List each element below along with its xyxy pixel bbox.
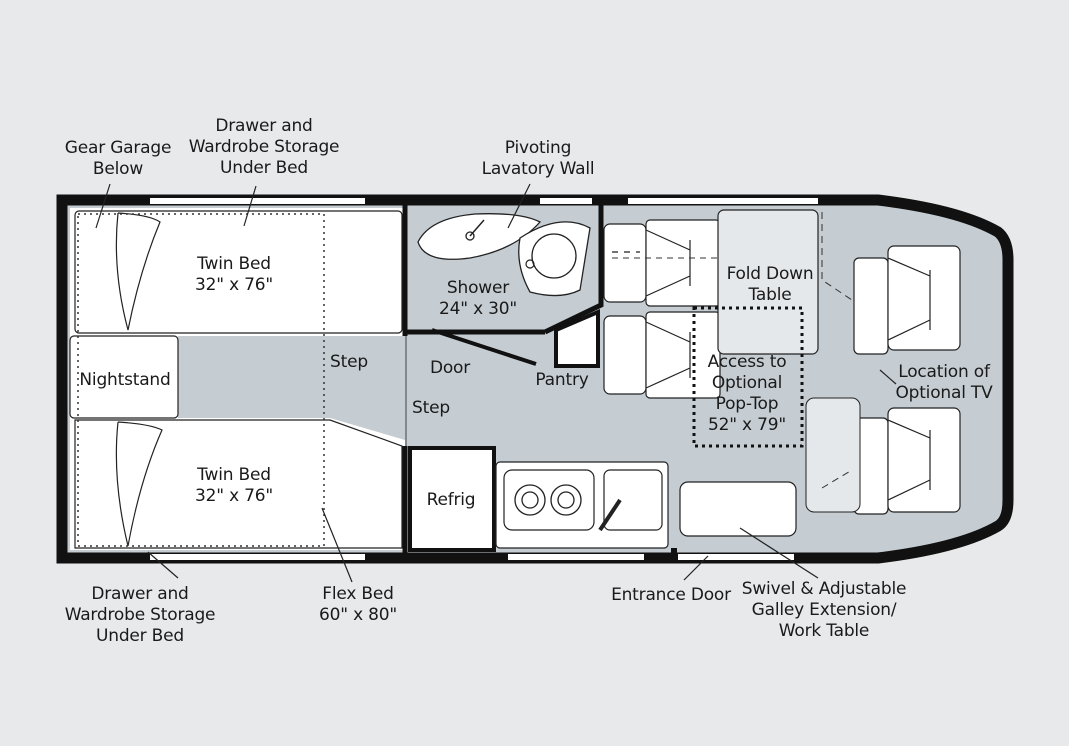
pillow-top [115,212,161,331]
toilet-bowl [531,233,577,279]
exterior-wall [56,194,1014,564]
faucet [469,219,485,237]
label-step-right: Step [412,398,450,418]
dinette-seat-top [603,219,721,307]
cab-side-table [805,397,861,513]
label-entrance-door: Entrance Door [611,585,731,605]
window-rear-bottom [150,554,365,560]
pantry [554,308,600,368]
toilet [518,221,591,297]
twin-bed-top [74,210,403,334]
nightstand [69,335,179,419]
galley-extension-table [679,481,797,537]
flex-bed-outline [77,213,325,547]
fold-down-table [717,209,819,355]
pillow-bottom [115,421,163,547]
label-pantry: Pantry [535,370,589,390]
burner-right-inner [557,491,575,509]
refrigerator [408,446,496,552]
toilet-drain [525,259,535,269]
cab-seat-driver [853,245,961,355]
bed-aisle [178,336,405,440]
galley-sink [603,469,663,531]
dinette-seat-bottom [603,311,721,399]
label-nightstand: Nightstand [79,370,171,390]
window-lav [540,198,592,204]
cab-seat-passenger [853,407,961,515]
label-step-left: Step [330,352,368,372]
window-galley [508,554,644,560]
window-rear-top [150,198,365,204]
pop-top-outline [692,306,804,448]
callout-lines [95,183,897,583]
label-door: Door [429,358,471,378]
lavatory-door [431,328,537,366]
sink-drain [465,231,475,241]
window-entrance [678,554,794,560]
label-refrig: Refrig [426,490,476,510]
window-dinette [628,198,818,204]
cab-divider [821,212,853,489]
galley-faucet [598,498,622,532]
burner-left-inner [521,491,539,509]
twin-bed-bottom [74,419,403,549]
